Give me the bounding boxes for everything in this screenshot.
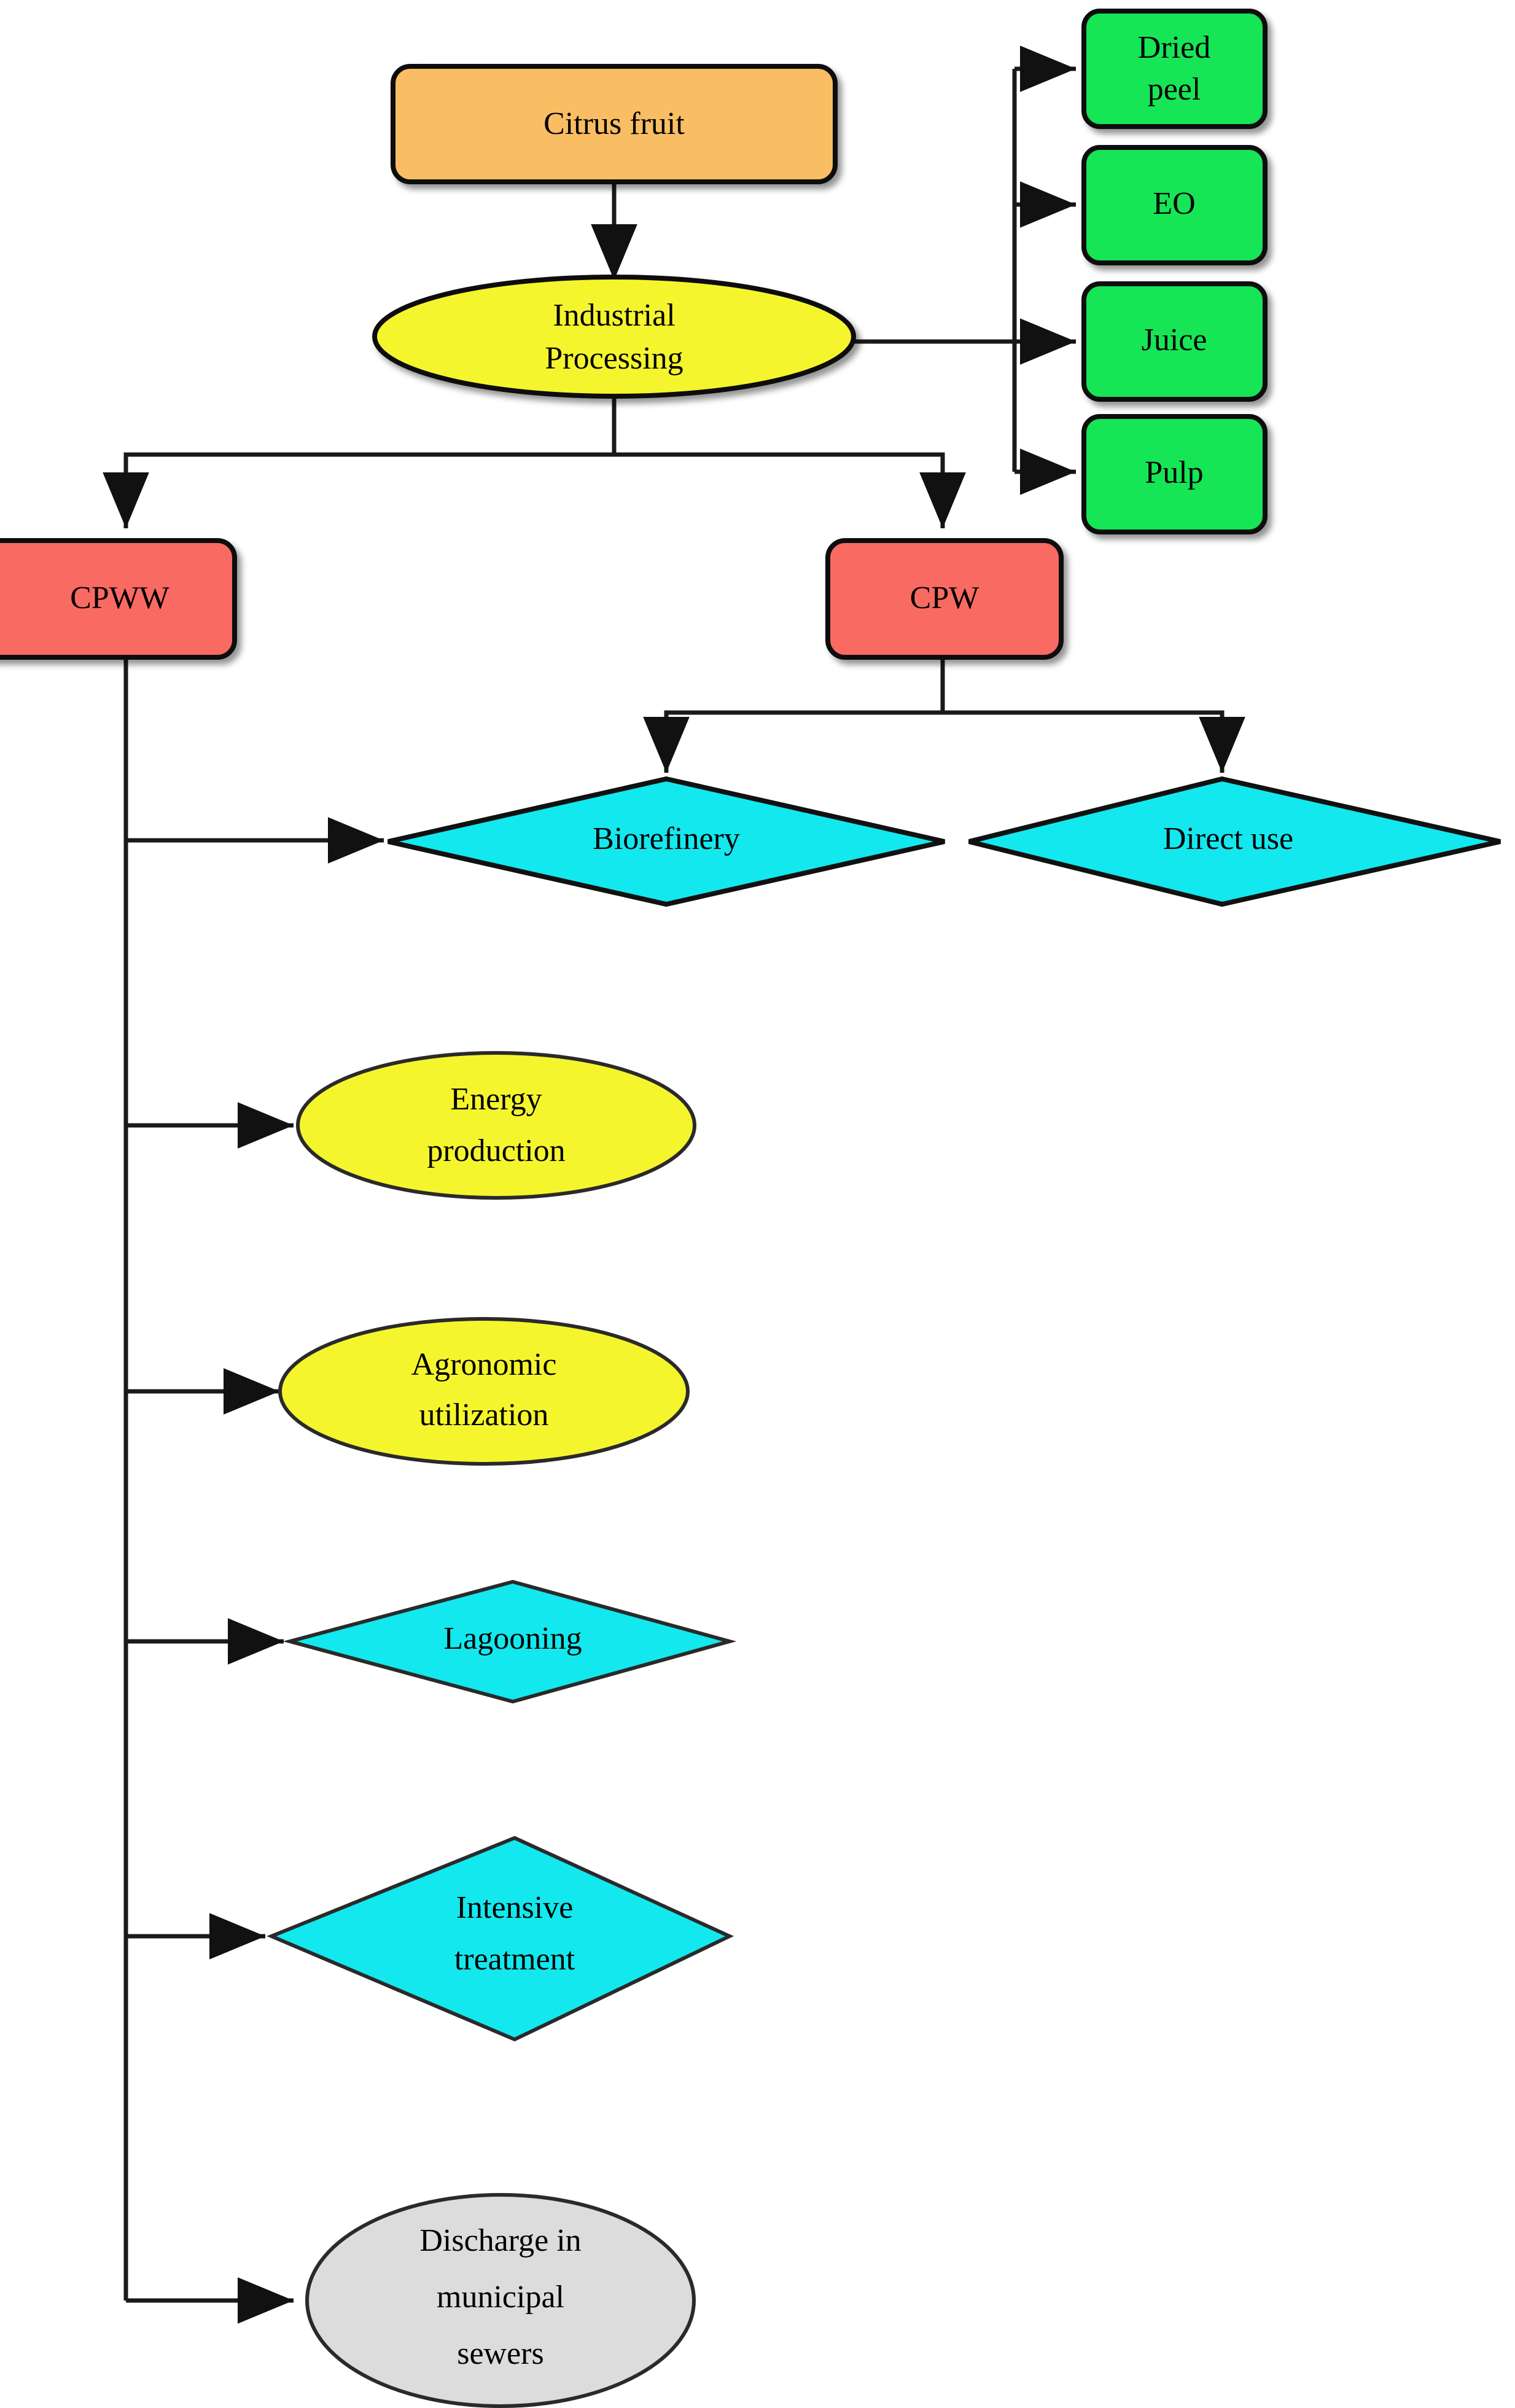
biorefinery-label: Biorefinery <box>593 821 740 856</box>
pulp-label: Pulp <box>1145 455 1203 490</box>
eo-label: EO <box>1153 186 1195 221</box>
edge-processing-to-cpw <box>614 452 966 528</box>
intensive-treatment-label-line2: treatment <box>454 1942 575 1977</box>
industrial-processing-label-line2: Processing <box>545 341 683 376</box>
dried-peel-label-line1: Dried <box>1138 30 1210 65</box>
energy-production-label-line2: production <box>427 1133 565 1168</box>
eo-box[interactable] <box>1081 145 1268 265</box>
lagooning-diamond[interactable] <box>282 1579 737 1704</box>
juice-label: Juice <box>1142 322 1207 358</box>
node-dried-peel[interactable]: Dried peel <box>1081 9 1268 129</box>
citrus-fruit-label: Citrus fruit <box>543 106 685 141</box>
node-energy-production[interactable]: Energy production <box>296 1051 696 1200</box>
edge-cpw-to-biorefinery <box>643 657 945 773</box>
intensive-treatment-diamond[interactable] <box>267 1835 734 2042</box>
intensive-treatment-label-line1: Intensive <box>456 1890 574 1925</box>
agronomic-utilization-label-line1: Agronomic <box>411 1347 557 1382</box>
agronomic-utilization-label-line2: utilization <box>419 1398 549 1433</box>
discharge-sewers-label-line1: Discharge in <box>419 2223 581 2258</box>
node-lagooning[interactable]: Lagooning <box>282 1579 737 1704</box>
edge-cpw-to-direct-use <box>943 710 1245 773</box>
node-pulp[interactable]: Pulp <box>1081 414 1268 534</box>
direct-use-label: Direct use <box>1163 821 1293 856</box>
node-juice[interactable]: Juice <box>1081 281 1268 402</box>
node-industrial-processing[interactable]: Industrial Processing <box>372 275 856 399</box>
discharge-sewers-label-line3: sewers <box>457 2336 544 2371</box>
edge-processing-to-cpww <box>103 393 617 528</box>
node-intensive-treatment[interactable]: Intensive treatment <box>267 1835 734 2042</box>
node-cpw[interactable]: CPW <box>825 538 1064 660</box>
citrus-fruit-box[interactable] <box>391 64 838 184</box>
node-cpww[interactable]: CPWW <box>0 538 237 660</box>
node-citrus-fruit[interactable]: Citrus fruit <box>391 64 838 184</box>
discharge-sewers-ellipse[interactable] <box>305 2193 696 2408</box>
dried-peel-label-line2: peel <box>1148 72 1201 107</box>
juice-box[interactable] <box>1081 281 1268 402</box>
node-discharge-sewers[interactable]: Discharge in municipal sewers <box>305 2193 696 2408</box>
energy-production-ellipse[interactable] <box>296 1051 696 1200</box>
node-direct-use[interactable]: Direct use <box>968 776 1501 907</box>
cpw-label: CPW <box>910 580 979 616</box>
pulp-box[interactable] <box>1081 414 1268 534</box>
edge-layer <box>103 45 1245 2324</box>
node-agronomic-utilization[interactable]: Agronomic utilization <box>278 1317 690 1466</box>
lagooning-label: Lagooning <box>443 1621 582 1656</box>
dried-peel-box[interactable] <box>1081 9 1268 129</box>
agronomic-utilization-ellipse[interactable] <box>278 1317 690 1466</box>
industrial-processing-ellipse[interactable] <box>372 275 856 399</box>
industrial-processing-label-line1: Industrial <box>553 298 675 333</box>
cpww-label: CPWW <box>70 580 169 616</box>
biorefinery-diamond[interactable] <box>388 776 945 907</box>
node-biorefinery[interactable]: Biorefinery <box>388 776 945 907</box>
direct-use-diamond[interactable] <box>968 776 1501 907</box>
discharge-sewers-label-line2: municipal <box>437 2280 564 2315</box>
cpw-box[interactable] <box>825 538 1064 660</box>
cpww-box[interactable] <box>0 538 237 660</box>
energy-production-label-line1: Energy <box>450 1082 542 1117</box>
node-eo[interactable]: EO <box>1081 145 1268 265</box>
